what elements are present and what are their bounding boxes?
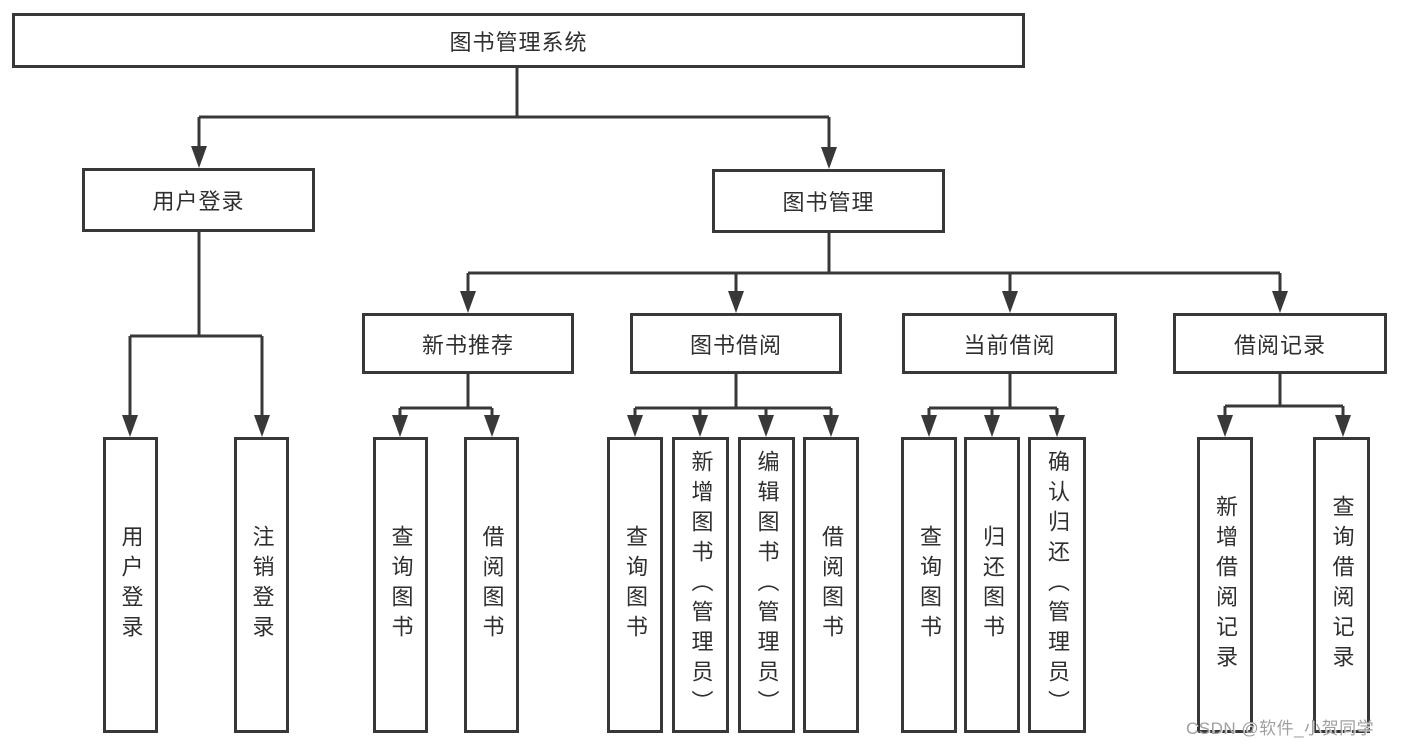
- leaf-add-borrow-record-label: 新增借阅记录: [1213, 495, 1238, 675]
- leaf-confirm-return-admin: 确认归还（管理员）: [1028, 437, 1086, 733]
- leaf-add-book-admin: 新增图书（管理员）: [672, 437, 729, 733]
- leaf-logout-label: 注销登录: [249, 525, 275, 645]
- leaf-add-borrow-record: 新增借阅记录: [1197, 437, 1253, 733]
- leaf-edit-book-admin: 编辑图书（管理员）: [738, 437, 795, 733]
- leaf-query-books-recommend: 查询图书: [373, 437, 428, 733]
- node-borrowing-records: 借阅记录: [1173, 313, 1387, 374]
- leaf-user-login: 用户登录: [103, 437, 158, 733]
- arrowhead-icons: [122, 146, 1351, 437]
- leaf-query-borrow-record-label: 查询借阅记录: [1329, 495, 1355, 675]
- node-library-system-label: 图书管理系统: [449, 29, 588, 55]
- csdn-watermark: CSDN @软件_小贺同学: [1186, 719, 1375, 738]
- node-current-borrowing: 当前借阅: [902, 313, 1117, 374]
- leaf-logout: 注销登录: [234, 437, 289, 733]
- leaf-borrow-books-recommend-label: 借阅图书: [479, 525, 505, 645]
- leaf-query-books-current-label: 查询图书: [917, 525, 942, 645]
- node-current-borrowing-label: 当前借阅: [963, 332, 1056, 358]
- leaf-borrow-books: 借阅图书: [803, 437, 859, 733]
- node-new-book-recommend: 新书推荐: [362, 313, 574, 374]
- leaf-add-book-admin-label: 新增图书（管理员）: [688, 450, 714, 720]
- node-user-login-label: 用户登录: [152, 189, 245, 214]
- node-new-book-recommend-label: 新书推荐: [421, 332, 514, 358]
- leaf-return-books: 归还图书: [964, 437, 1020, 733]
- leaf-query-books-borrowing-label: 查询图书: [623, 525, 648, 645]
- leaf-query-books-recommend-label: 查询图书: [388, 525, 414, 645]
- node-book-borrowing-label: 图书借阅: [689, 332, 782, 358]
- node-borrowing-records-label: 借阅记录: [1233, 332, 1326, 358]
- leaf-user-login-label: 用户登录: [118, 525, 144, 645]
- leaf-query-books-borrowing: 查询图书: [607, 437, 663, 733]
- leaf-borrow-books-label: 借阅图书: [819, 525, 844, 645]
- node-book-management-label: 图书管理: [782, 190, 875, 215]
- leaf-query-books-current: 查询图书: [901, 437, 957, 733]
- node-library-system: 图书管理系统: [12, 13, 1025, 68]
- leaf-query-borrow-record: 查询借阅记录: [1313, 437, 1370, 733]
- leaf-edit-book-admin-label: 编辑图书（管理员）: [754, 450, 780, 720]
- node-book-management: 图书管理: [712, 169, 945, 233]
- node-user-login: 用户登录: [82, 168, 315, 232]
- node-book-borrowing: 图书借阅: [630, 313, 842, 374]
- leaf-return-books-label: 归还图书: [980, 525, 1005, 645]
- leaf-confirm-return-admin-label: 确认归还（管理员）: [1045, 450, 1070, 720]
- leaf-borrow-books-recommend: 借阅图书: [464, 437, 519, 733]
